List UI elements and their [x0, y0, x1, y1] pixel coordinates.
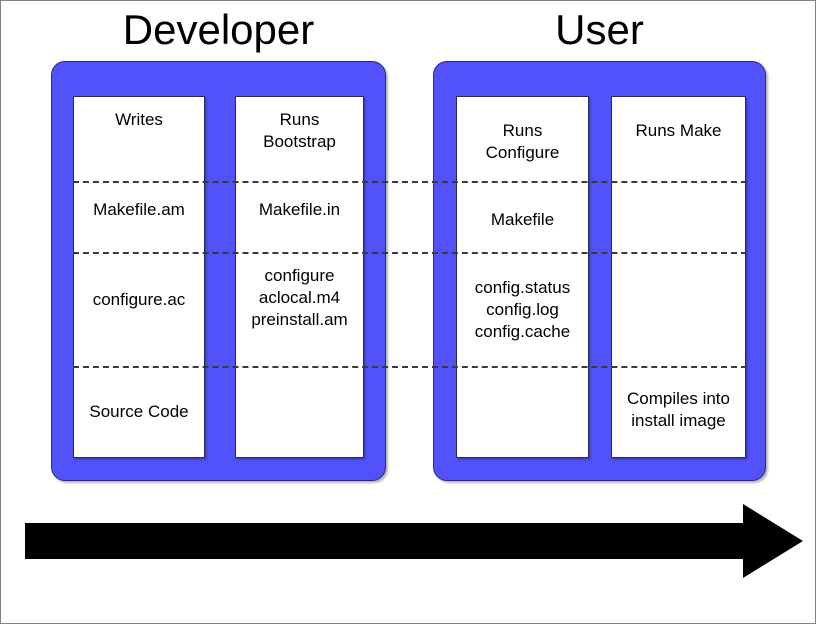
column-developer-bootstrap: [235, 96, 364, 458]
row-divider-3: [73, 366, 747, 368]
column-user-configure: [456, 96, 589, 458]
row-divider-1: [73, 181, 747, 183]
column-user-make: [611, 96, 746, 458]
group-title-user: User: [555, 6, 644, 53]
row-divider-2: [73, 252, 747, 254]
flow-arrow-icon: [25, 504, 803, 578]
group-title-developer: Developer: [122, 6, 315, 53]
column-developer-writes: [73, 96, 205, 458]
